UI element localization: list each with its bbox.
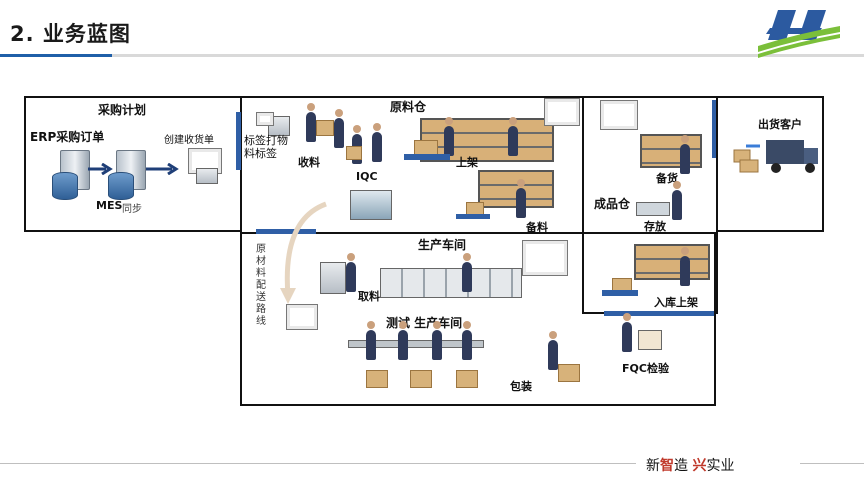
material-rack-icon [320,262,346,294]
monitor-icon [286,304,318,330]
smt-line-icon [380,268,522,298]
worker-icon [372,123,382,162]
shelve-label: 上架 [456,156,478,169]
inspection-station-icon [350,190,392,220]
storage-rack-icon [634,244,710,280]
footer-divider [0,463,636,464]
pick-material-label: 取料 [358,290,380,303]
worker-icon [680,135,690,174]
monitor-icon [600,100,638,130]
worker-icon [508,117,518,156]
footer-slogan-part: 实业 [706,458,735,474]
worker-icon [398,321,408,360]
worker-icon [346,253,356,292]
store-label: 存放 [644,220,666,233]
workbench-icon [348,340,484,348]
page-title: 2. 业务蓝图 [10,22,131,46]
crate-icon [346,146,362,160]
inbound-shelve-label: 入库上架 [654,296,698,309]
footer-slogan-part: 造 [674,458,688,474]
mes-label: MES [96,199,123,212]
procurement-heading: 采购计划 [98,103,147,117]
monitor-icon [256,112,274,126]
worker-icon [462,321,472,360]
blue-divider [256,229,316,234]
worker-icon [334,109,344,148]
worker-icon [366,321,376,360]
erp-purchase-order-label: ERP采购订单 [30,130,105,144]
worker-icon [672,181,682,220]
goods-pile-icon [636,202,670,216]
erp-database-icon [52,172,78,200]
worker-icon [444,117,454,156]
worker-icon [462,253,472,292]
company-logo-icon [758,10,840,58]
blue-divider [236,112,241,170]
ship-customer-label: 出货客户 [758,118,802,131]
sync-label: 同步 [122,204,142,215]
crate-icon [558,364,580,382]
footer-divider [800,463,864,464]
title-divider [0,54,864,57]
title-divider-accent [0,54,112,57]
prepare-goods-label: 备货 [656,172,678,185]
crate-icon [316,120,334,136]
monitor-icon [544,98,580,126]
production-section [240,232,716,406]
curved-route-arrow-icon [280,201,327,304]
footer-slogan-part: 智 [660,458,674,474]
arrow-right-icon [146,163,179,175]
worker-icon [680,247,690,286]
footer-slogan: 新智造 兴实业 [646,455,734,475]
receive-label: 收料 [298,156,320,169]
crate-icon [410,370,432,388]
pallet-icon [404,154,450,160]
crate-icon [456,370,478,388]
raw-warehouse-heading: 原料仓 [390,100,427,114]
material-route-label: 原材料配送路线 [256,244,266,327]
dashboard-monitor-icon [522,240,568,276]
fqc-label: FQC检验 [622,362,669,375]
worker-icon [548,331,558,370]
worker-icon [622,313,632,352]
footer-slogan-part: 兴 [692,458,707,474]
blue-divider [712,100,717,158]
worker-icon [432,321,442,360]
inspection-box-icon [638,330,662,350]
storage-rack-icon [640,134,702,168]
finished-warehouse-heading: 成品仓 [594,197,631,211]
test-workshop-heading: 测试 生产车间 [386,316,463,330]
label-printing-label: 标签打物料标签 [244,134,288,160]
worker-icon [516,179,526,218]
delivery-truck-icon [733,140,818,173]
production-heading: 生产车间 [418,238,467,252]
blue-divider [604,311,714,316]
packing-label: 包装 [510,380,532,393]
footer-slogan-part: 新 [646,458,660,474]
pallet-icon [602,290,638,296]
prepare-material-label: 备料 [526,221,548,234]
arrow-right-icon [88,163,113,175]
worker-icon [306,103,316,142]
create-receipt-label: 创建收货单 [164,135,214,146]
mes-database-icon [108,172,134,200]
crate-icon [366,370,388,388]
shipping-section [716,96,824,232]
printer-icon [196,168,218,184]
iqc-label: IQC [356,170,378,183]
pallet-icon [456,214,490,219]
